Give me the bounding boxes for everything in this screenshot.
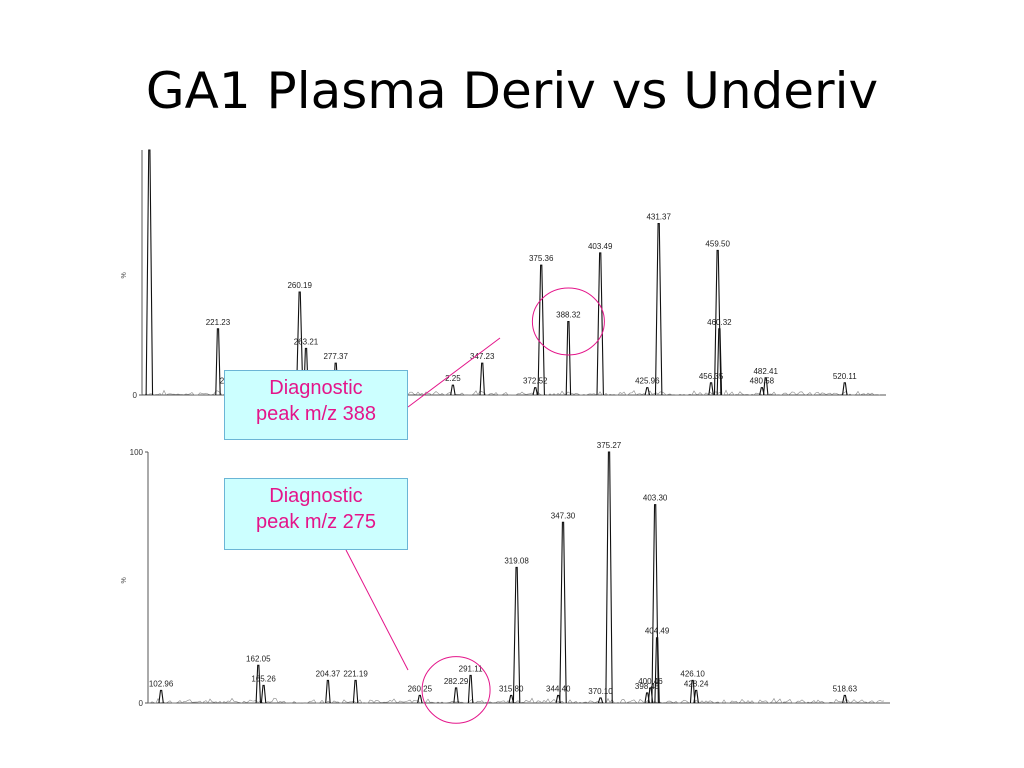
- peak-base-0: [145, 149, 154, 396]
- peak-347.30: [559, 521, 567, 704]
- peak-102.96: [158, 689, 164, 704]
- y-tick-label: 0: [133, 391, 138, 400]
- peak-375.36: [537, 264, 545, 396]
- peak-label: 518.63: [833, 684, 858, 693]
- peak-label: 388.32: [556, 311, 581, 320]
- y-axis-label: %: [121, 272, 128, 278]
- peak-label: 403.49: [588, 242, 613, 251]
- peak-431.37: [654, 222, 663, 396]
- peak-518.63: [842, 694, 848, 704]
- peak-260.25: [417, 694, 423, 704]
- peak-388.32: [565, 320, 572, 396]
- peak-520.11: [842, 382, 848, 396]
- peak-label: 260.25: [408, 684, 433, 693]
- spectra-area: 0%221.23227.90260.19263.21277.372.25347.…: [118, 140, 890, 740]
- peak-label: 319.08: [504, 556, 529, 565]
- peak-2.25: [450, 384, 456, 396]
- peak-label: 282.29: [444, 677, 469, 686]
- peak-label: 460.32: [707, 318, 732, 327]
- peak-label: 400.46: [638, 677, 663, 686]
- peak-label: 372.52: [523, 377, 548, 386]
- peak-label: 347.23: [470, 352, 495, 361]
- peak-260.19: [295, 291, 304, 396]
- peak-label: 425.96: [635, 377, 660, 386]
- y-tick-label: 100: [130, 448, 144, 457]
- peak-label: 398.45: [635, 682, 660, 691]
- callout-line-2: peak m/z 388: [255, 403, 377, 425]
- peak-label: 162.05: [246, 654, 271, 663]
- peak-label: 204.37: [316, 669, 341, 678]
- peak-425.96: [644, 387, 651, 396]
- connector-line-top: [407, 337, 501, 408]
- peak-347.23: [479, 362, 485, 396]
- diagnostic-callout-388: Diagnostic peak m/z 388: [224, 370, 408, 440]
- peak-459.50: [713, 249, 722, 396]
- connector-line-bottom: [345, 549, 409, 671]
- peak-372.52: [532, 387, 538, 396]
- peak-162.05: [255, 664, 262, 704]
- peak-label: 165.26: [251, 674, 276, 683]
- peak-403.49: [596, 252, 604, 396]
- peak-480.58: [759, 387, 765, 396]
- peak-482.41: [762, 377, 769, 396]
- peak-label: 102.96: [149, 679, 174, 688]
- diagnostic-callout-275: Diagnostic peak m/z 275: [224, 478, 408, 550]
- peak-404.49: [654, 637, 660, 704]
- peak-label: 221.23: [206, 318, 231, 327]
- peak-label: 260.19: [287, 281, 312, 290]
- peak-291.11: [467, 674, 474, 704]
- peak-375.27: [605, 451, 613, 704]
- mass-spectra-chart: 0%221.23227.90260.19263.21277.372.25347.…: [121, 149, 890, 724]
- peak-label: 459.50: [705, 239, 730, 248]
- peak-label: 344.40: [546, 684, 571, 693]
- peak-165.26: [260, 684, 267, 704]
- diagnostic-circle: [421, 656, 491, 724]
- peak-319.08: [512, 566, 521, 704]
- y-tick-label: 0: [139, 699, 144, 708]
- peak-label: 480.58: [750, 377, 775, 386]
- peak-315.80: [508, 694, 514, 704]
- peak-426.10: [689, 679, 696, 704]
- peak-label: 375.27: [597, 441, 622, 450]
- peak-403.30: [651, 504, 659, 704]
- peak-label: 291.11: [459, 664, 483, 673]
- peak-456.35: [708, 382, 714, 396]
- peak-label: 520.11: [833, 372, 857, 381]
- peak-460.32: [716, 328, 723, 396]
- peak-label: 370.10: [588, 687, 613, 696]
- callout-line-1: Diagnostic: [269, 485, 363, 507]
- peak-label: 221.19: [343, 669, 368, 678]
- slide-title: GA1 Plasma Deriv vs Underiv: [145, 62, 879, 120]
- peak-label: 431.37: [646, 213, 671, 222]
- callout-line-1: Diagnostic: [269, 377, 363, 399]
- peak-label: 403.30: [643, 494, 668, 503]
- peak-label: 482.41: [753, 367, 778, 376]
- diagnostic-circle: [531, 287, 605, 356]
- peak-label: 315.80: [499, 684, 524, 693]
- baseline-noise: [147, 697, 885, 704]
- y-axis-label: %: [121, 577, 128, 583]
- peak-label: 426.10: [680, 669, 705, 678]
- peak-label: 347.30: [551, 511, 576, 520]
- peak-label: 277.37: [323, 352, 348, 361]
- peak-label: 428.24: [684, 679, 709, 688]
- peak-428.24: [693, 689, 699, 704]
- peak-label: 263.21: [294, 337, 319, 346]
- peak-label: 375.36: [529, 254, 554, 263]
- peak-label: 2.25: [445, 374, 461, 383]
- peak-221.23: [215, 328, 221, 396]
- peak-221.19: [352, 679, 359, 704]
- peak-370.10: [597, 697, 604, 704]
- peak-204.37: [325, 679, 331, 704]
- callout-line-2: peak m/z 275: [255, 511, 377, 533]
- peak-282.29: [453, 687, 459, 704]
- peak-label: 456.35: [699, 372, 724, 381]
- peak-label: 404.49: [645, 627, 670, 636]
